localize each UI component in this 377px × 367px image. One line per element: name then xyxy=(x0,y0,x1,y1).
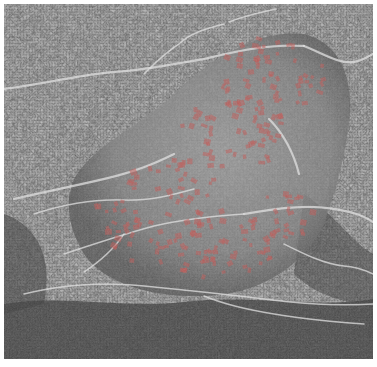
aerial-photo xyxy=(4,4,373,359)
aerial-canvas xyxy=(4,4,373,359)
film-grain xyxy=(4,4,373,359)
